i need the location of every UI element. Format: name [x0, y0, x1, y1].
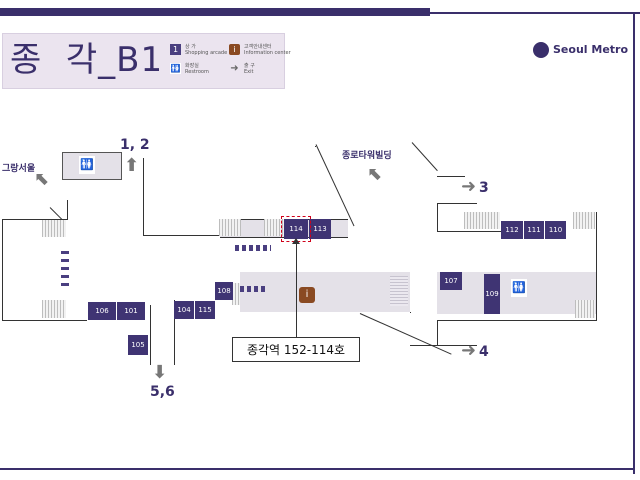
right-border-line [633, 12, 635, 474]
legend-shop-label: 상 가 [185, 44, 196, 50]
bottom-border-line [0, 468, 635, 470]
info-center-icon: i [299, 287, 315, 303]
seoul-metro-logo-text: Seoul Metro [553, 43, 629, 56]
shop-110[interactable]: 110 [545, 221, 566, 239]
shop-107[interactable]: 107 [440, 272, 462, 290]
info-center-icon: i [229, 44, 240, 55]
exit-arrow-icon: ➜ [230, 63, 239, 74]
top-border-line [430, 12, 640, 14]
shop-106[interactable]: 106 [88, 302, 116, 320]
exit-label-4: 4 [479, 344, 489, 360]
shop-113[interactable]: 113 [309, 219, 331, 239]
exit-label-1-2: 1, 2 [120, 137, 150, 153]
callout-pointer-line [296, 241, 297, 337]
location-callout: 종각역 152-114호 [232, 337, 360, 362]
seoul-metro-logo-icon [533, 42, 549, 58]
legend-shop-sublabel: Shopping arcade [185, 50, 228, 56]
shop-109[interactable]: 109 [484, 274, 500, 314]
exit-label-3: 3 [479, 180, 489, 196]
restroom-icon: 🚻 [170, 63, 181, 74]
shop-112[interactable]: 112 [501, 221, 523, 239]
shop-104[interactable]: 104 [174, 301, 194, 319]
shop-114[interactable]: 114 [284, 219, 308, 239]
shop-111[interactable]: 111 [524, 221, 544, 239]
exit-arrow-icon: ⬇ [152, 362, 168, 383]
place-label-jongno-tower: 종로타워빌딩 [342, 151, 392, 161]
legend-restroom-sublabel: Restroom [185, 69, 209, 75]
direction-arrow-icon: ⬆ [362, 161, 388, 188]
shop-number-icon: 1 [170, 44, 181, 55]
exit-arrow-icon: ➜ [461, 176, 477, 197]
station-title: 종 각_B1 [10, 40, 164, 80]
shop-115[interactable]: 115 [195, 301, 215, 319]
exit-arrow-icon: ➜ [461, 340, 477, 361]
legend-restroom-label: 화장실 [185, 63, 199, 69]
shop-101[interactable]: 101 [117, 302, 145, 320]
legend-info-label: 고객안내센터 [244, 44, 272, 50]
restroom-icon: 🚻 [511, 279, 527, 297]
shop-108[interactable]: 108 [215, 282, 233, 300]
place-label-grand-seoul: 그랑서울 [2, 164, 36, 174]
exit-label-5-6: 5,6 [150, 384, 175, 400]
legend-exit-label: 출 구 [244, 63, 255, 69]
top-border-bar [0, 8, 430, 16]
header-panel [2, 33, 285, 89]
callout-pointer-arrowhead [292, 238, 300, 244]
legend-info-sublabel: Information center [244, 50, 291, 56]
shop-105[interactable]: 105 [128, 335, 148, 355]
legend-exit-sublabel: Exit [244, 69, 254, 75]
exit-arrow-icon: ⬆ [124, 155, 140, 176]
restroom-icon: 🚻 [79, 156, 95, 174]
